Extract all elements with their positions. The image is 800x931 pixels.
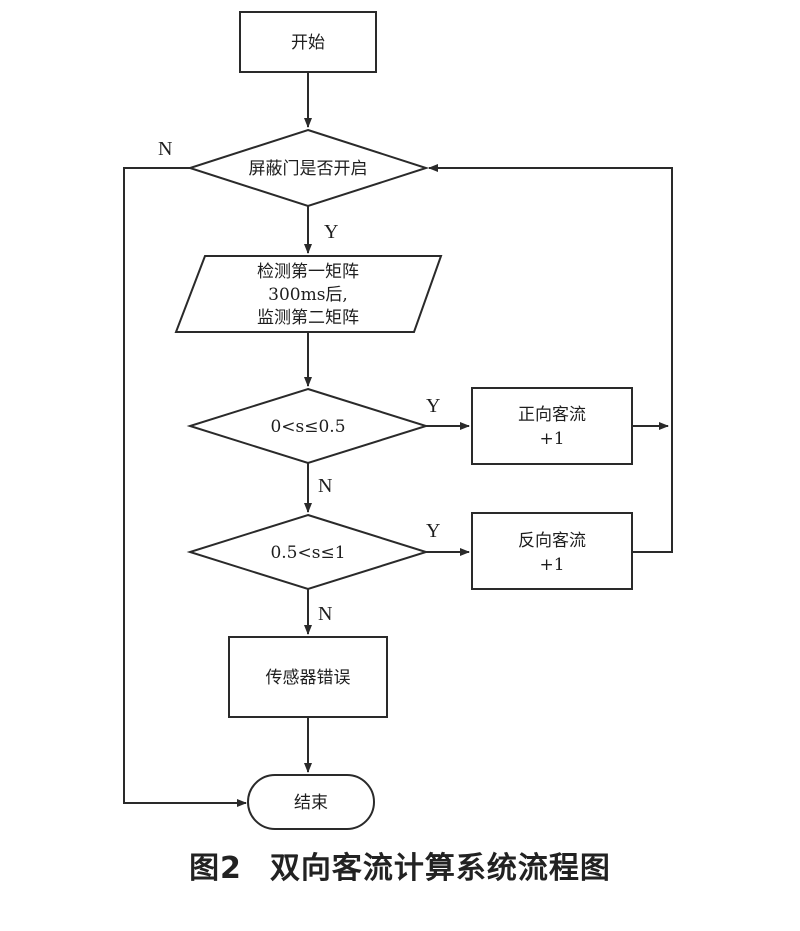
detect-line-3: 监测第二矩阵 [257, 308, 359, 328]
door-check-label: 屏蔽门是否开启 [249, 159, 368, 179]
door-no-label: N [158, 138, 172, 160]
forward-line-2: +1 [539, 429, 564, 449]
end-terminal [247, 774, 375, 830]
reverse-line-1: 反向客流 [518, 531, 586, 551]
detect-line-2: 300ms后, [268, 285, 348, 305]
door-yes-label: Y [324, 221, 338, 243]
cond2-yes-label: Y [426, 520, 440, 542]
reverse-line-2: +1 [539, 555, 564, 575]
start-box [239, 11, 377, 73]
end-label: 结束 [294, 793, 328, 813]
error-label: 传感器错误 [266, 668, 351, 688]
figure-number: 图2 [189, 851, 242, 886]
loop-back-to-door-check [428, 164, 673, 553]
arrow-door-no-to-end [123, 167, 247, 807]
cond1-yes-label: Y [426, 395, 440, 417]
reverse-box [471, 512, 633, 590]
detect-line-1: 检测第一矩阵 [257, 262, 359, 282]
flowchart: 开始 屏蔽门是否开启 N Y 检测第一矩阵 300ms后, 监测第二矩阵 0<s… [123, 11, 673, 830]
forward-box [471, 387, 633, 465]
cond2-no-label: N [318, 603, 332, 625]
figure-caption: 图2 双向客流计算系统流程图 [0, 843, 800, 887]
start-label: 开始 [291, 33, 325, 53]
cond1-no-label: N [318, 475, 332, 497]
error-box [228, 636, 388, 718]
detect-parallelogram [174, 255, 443, 333]
cond2-label: 0.5<s≤1 [270, 543, 345, 563]
figure-title: 双向客流计算系统流程图 [269, 851, 611, 886]
forward-line-1: 正向客流 [518, 405, 586, 425]
cond1-label: 0<s≤0.5 [270, 417, 345, 437]
